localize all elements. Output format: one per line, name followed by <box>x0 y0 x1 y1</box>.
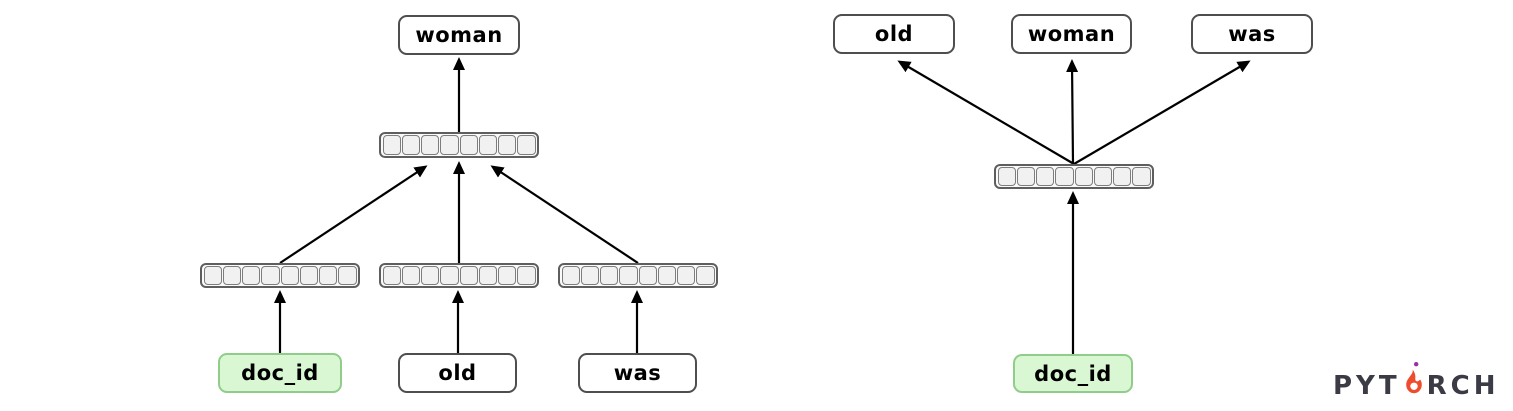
vector-cell <box>580 266 599 285</box>
arrow-wasvec-to-hidden <box>490 165 639 264</box>
vector-cell <box>421 135 440 155</box>
vector-cell <box>280 266 299 285</box>
vector-cell <box>696 266 715 285</box>
left-old-embedding-vector <box>379 263 539 288</box>
left-input-old-label: old <box>438 361 477 385</box>
left-input-was-box: was <box>578 353 697 393</box>
left-input-old-box: old <box>398 353 517 393</box>
vector-cell <box>600 266 619 285</box>
vector-cell <box>1093 167 1112 186</box>
vector-cell <box>382 135 401 155</box>
pytorch-logo-text-prefix: PYT <box>1333 370 1401 401</box>
vector-cell <box>1055 167 1074 186</box>
vector-cell <box>299 266 318 285</box>
left-output-word-box: woman <box>398 15 520 55</box>
right-output-was-box: was <box>1191 14 1313 54</box>
left-output-word-label: woman <box>415 23 503 47</box>
vector-cell <box>338 266 357 285</box>
vector-cell <box>459 266 478 285</box>
vector-cell <box>498 135 517 155</box>
left-input-was-label: was <box>613 361 662 385</box>
vector-cell <box>478 135 497 155</box>
vector-cell <box>517 135 536 155</box>
vector-cell <box>1074 167 1093 186</box>
vector-cell <box>638 266 657 285</box>
vector-cell <box>421 266 440 285</box>
vector-cell <box>1113 167 1132 186</box>
pytorch-logo-text-suffix: RCH <box>1426 370 1500 401</box>
vector-cell <box>440 266 459 285</box>
vector-cell <box>677 266 696 285</box>
right-input-docid-box: doc_id <box>1013 354 1133 393</box>
right-output-was-label: was <box>1228 22 1276 46</box>
left-input-docid-label: doc_id <box>241 361 319 385</box>
vector-cell <box>1036 167 1055 186</box>
vector-cell <box>517 266 536 285</box>
arrow-vector-to-old <box>897 60 1075 165</box>
right-output-woman-label: woman <box>1027 22 1116 46</box>
vector-cell <box>1016 167 1035 186</box>
vector-cell <box>203 266 222 285</box>
vector-cell <box>319 266 338 285</box>
right-output-woman-box: woman <box>1011 14 1132 54</box>
right-output-old-label: old <box>874 22 914 46</box>
vector-cell <box>382 266 401 285</box>
pytorch-flame-icon <box>1405 362 1422 394</box>
vector-cell <box>1132 167 1151 186</box>
vector-cell <box>459 135 478 155</box>
right-doc-embedding-vector <box>994 164 1154 189</box>
vector-cell <box>561 266 580 285</box>
vector-cell <box>401 135 420 155</box>
left-doc-embedding-vector <box>200 263 360 288</box>
vector-cell <box>478 266 497 285</box>
right-input-docid-label: doc_id <box>1034 361 1112 386</box>
vector-cell <box>657 266 676 285</box>
arrow-docvec-to-hidden <box>279 165 428 264</box>
arrow-vector-to-was <box>1073 60 1251 165</box>
right-output-old-box: old <box>833 14 955 54</box>
vector-cell <box>242 266 261 285</box>
vector-cell <box>401 266 420 285</box>
vector-cell <box>261 266 280 285</box>
vector-cell <box>619 266 638 285</box>
left-input-docid-box: doc_id <box>218 353 342 393</box>
pytorch-logo: PYT RCH <box>1333 355 1500 400</box>
vector-cell <box>498 266 517 285</box>
vector-cell <box>222 266 241 285</box>
left-was-embedding-vector <box>558 263 718 288</box>
left-hidden-vector <box>379 132 539 158</box>
vector-cell <box>440 135 459 155</box>
arrow-vector-to-woman <box>1066 59 1079 165</box>
vector-cell <box>997 167 1016 186</box>
